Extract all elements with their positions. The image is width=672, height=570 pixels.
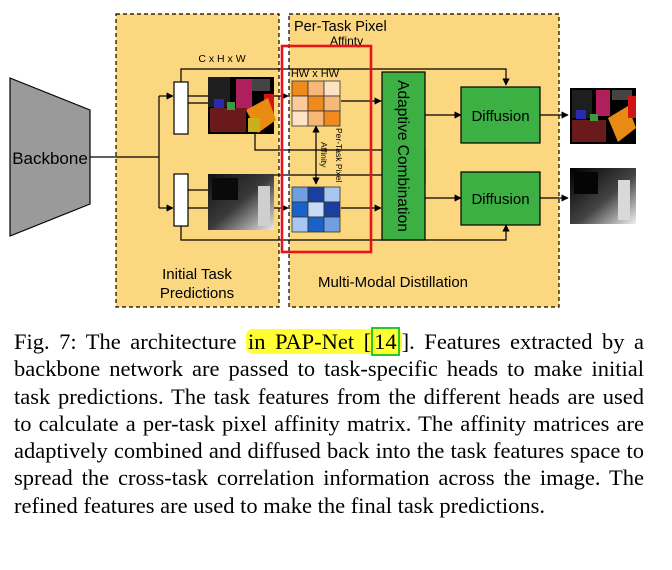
affinity-title-line1: Per-Task Pixel xyxy=(294,19,387,35)
hwhw-label: HW x HW xyxy=(291,68,340,80)
figure-caption: Fig. 7: The architecture in PAP-Net [14]… xyxy=(14,327,644,519)
caption-suffix: ]. Features extracted by a backbone netw… xyxy=(14,329,644,518)
task-head-semseg xyxy=(173,81,189,135)
multi-modal-distillation-label: Multi-Modal Distillation xyxy=(318,274,468,291)
caption-highlight: in PAP-Net [14 xyxy=(245,327,402,356)
affinity-title-line2: Affinty xyxy=(330,34,363,48)
affinity-matrix-depth xyxy=(291,186,341,233)
initial-task-predictions-line1: Initial Task xyxy=(162,266,232,283)
pap-net-architecture-diagram: Backbone C x H x W xyxy=(9,13,636,308)
adaptive-combination-block xyxy=(381,71,426,241)
caption-highlight-text: in PAP-Net [ xyxy=(247,329,372,354)
initial-task-predictions-panel xyxy=(115,13,280,308)
chw-label: C x H x W xyxy=(198,53,245,65)
backbone-block xyxy=(9,77,91,237)
affinity-matrix-semseg xyxy=(291,80,341,127)
rotated-affinity-label: Affinity xyxy=(319,142,329,168)
final-segmentation-image xyxy=(570,88,636,144)
per-task-pixel-affinity-highlight-box xyxy=(280,44,373,254)
diffusion-bottom-label: Diffusion xyxy=(471,191,529,208)
task-head-depth xyxy=(173,173,189,227)
adaptive-combination-label: Adaptive Combination xyxy=(394,80,411,232)
final-depth-image xyxy=(570,168,636,224)
diffusion-top-label: Diffusion xyxy=(471,108,529,125)
initial-segmentation-image xyxy=(208,77,276,134)
backbone-label: Backbone xyxy=(12,149,88,168)
diffusion-block-bottom xyxy=(460,171,541,226)
diffusion-block-top xyxy=(460,86,541,144)
initial-depth-image xyxy=(208,174,274,230)
rotated-per-task-pixel-label: Per-Task Pixel xyxy=(334,128,344,182)
caption-prefix: Fig. 7: The architecture xyxy=(14,329,246,354)
initial-task-predictions-line2: Predictions xyxy=(160,285,234,302)
citation-link[interactable]: 14 xyxy=(371,327,400,356)
